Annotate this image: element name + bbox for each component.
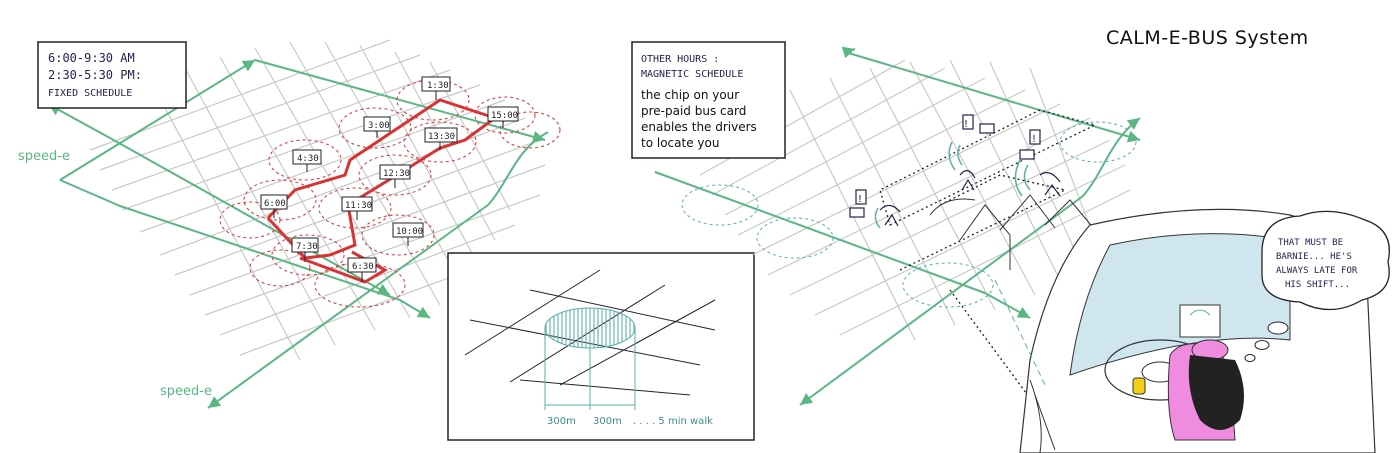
left-street-grid: [89, 39, 546, 361]
time-tag: 10:00: [392, 222, 424, 246]
right-speed-axes: [654, 46, 1141, 406]
info-body-4: to locate you: [641, 136, 719, 150]
svg-text:4:30: 4:30: [297, 154, 319, 164]
inset-label-2: 300m: [593, 416, 622, 427]
time-tag: 3:00: [363, 116, 391, 138]
thought-line-2: BARNIE... HE'S: [1276, 252, 1352, 262]
time-tag: 12:30: [379, 164, 411, 188]
svg-text:12:30: 12:30: [383, 169, 410, 179]
svg-text:13:30: 13:30: [428, 132, 455, 142]
info-body-3: enables the drivers: [641, 120, 757, 134]
driver-hair: [1188, 355, 1244, 430]
svg-text:6:30: 6:30: [352, 262, 374, 272]
time-tag: 15:00: [487, 106, 519, 128]
thought-line-1: THAT MUST BE: [1278, 238, 1343, 248]
inset-label-1: 300m: [547, 416, 576, 427]
right-dashed-radii: [681, 121, 1137, 308]
alert-icon: !: [1032, 134, 1036, 145]
info-body-1: the chip on your: [641, 88, 739, 102]
svg-text:15:00: 15:00: [491, 111, 518, 121]
speed-label-top: speed-e: [18, 149, 70, 164]
svg-text:7:30: 7:30: [296, 242, 318, 252]
alert-icon: !: [858, 194, 862, 205]
schedule-line-2: 2:30-5:30 PM:: [48, 68, 142, 82]
magnetic-route: [879, 109, 1097, 406]
schedule-box: 6:00-9:30 AM 2:30-5:30 PM: FIXED SCHEDUL…: [37, 41, 187, 109]
time-tag: 4:30: [292, 149, 322, 172]
alert-icon: !: [964, 119, 968, 130]
schedule-line-1: 6:00-9:30 AM: [48, 51, 135, 65]
time-tags: 1:30 15:00 3:00 13:30 4:30 12:30 6:00 11…: [260, 76, 519, 282]
time-tag: 13:30: [424, 127, 458, 150]
svg-text:3:00: 3:00: [368, 121, 390, 131]
page-title: CALM-E-BUS System: [1106, 27, 1309, 49]
svg-text:6:00: 6:00: [264, 199, 286, 209]
thought-bubble: THAT MUST BE BARNIE... HE'S ALWAYS LATE …: [1244, 210, 1390, 362]
driver-glove: [1132, 377, 1146, 395]
svg-text:11:30: 11:30: [345, 201, 372, 211]
bus-stops-right: [849, 114, 1061, 227]
thought-line-3: ALWAYS LATE FOR: [1276, 266, 1358, 276]
time-tag: 11:30: [341, 196, 373, 220]
speed-label-bottom: speed-e: [160, 384, 212, 399]
inset-label-3: . . . . 5 min walk: [633, 416, 713, 427]
schedule-line-3: FIXED SCHEDULE: [48, 88, 132, 99]
time-tag: 1:30: [421, 76, 451, 100]
left-stop-radii: [219, 79, 561, 308]
thought-line-4: HIS SHIFT...: [1285, 280, 1350, 290]
time-tag: 6:00: [260, 194, 288, 218]
houses-sketch: [929, 194, 1096, 270]
magnetic-info-box: OTHER HOURS : MAGNETIC SCHEDULE the chip…: [631, 41, 786, 159]
time-tag: 7:30: [291, 237, 319, 262]
walk-radius-inset: 300m 300m . . . . 5 min walk: [447, 252, 755, 441]
time-tag: 6:30: [347, 257, 377, 282]
info-heading-2: MAGNETIC SCHEDULE: [641, 69, 743, 80]
signal-waves: [874, 141, 1031, 229]
svg-text:1:30: 1:30: [427, 81, 449, 91]
info-heading-1: OTHER HOURS :: [641, 54, 719, 65]
info-body-2: pre-paid bus card: [641, 104, 746, 118]
svg-text:10:00: 10:00: [396, 227, 423, 237]
